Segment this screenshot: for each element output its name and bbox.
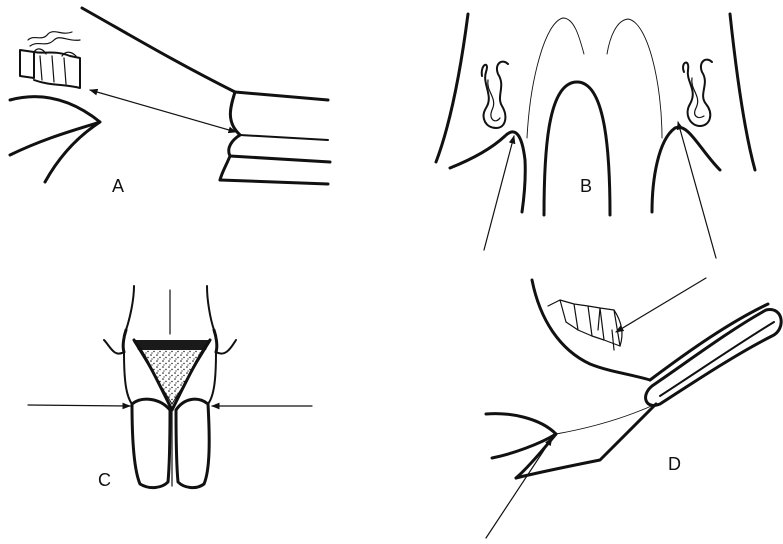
panel-d-upper-arrow bbox=[616, 278, 706, 332]
panel-c-upper-left-column bbox=[126, 286, 134, 330]
panel-c-stippled-triangle bbox=[134, 342, 210, 404]
panel-b-left-arrow bbox=[484, 136, 514, 250]
panel-c-dark-band bbox=[134, 340, 210, 350]
panel-a-mid-line bbox=[240, 135, 328, 140]
panel-b: B bbox=[436, 14, 755, 258]
panel-c-upper-right-column bbox=[207, 286, 214, 330]
panel-c-left-lower-lobe bbox=[132, 399, 170, 487]
panel-a-upper-outline bbox=[235, 92, 328, 100]
panel-c-label: C bbox=[98, 470, 111, 490]
panel-c-right-lobe bbox=[214, 330, 217, 352]
panel-a-inset-specimen bbox=[20, 32, 80, 88]
panel-c-left-arrow bbox=[28, 405, 130, 406]
panel-c-left-arm bbox=[104, 340, 132, 404]
panel-a-bottom-line bbox=[220, 180, 328, 184]
panel-d-label: D bbox=[668, 454, 681, 474]
panel-d: D bbox=[486, 278, 781, 538]
panel-a: A bbox=[10, 8, 330, 196]
panel-d-upper-bar bbox=[650, 304, 768, 380]
panel-b-left-coil bbox=[482, 62, 508, 128]
panel-b-left-thin-arch bbox=[527, 18, 584, 138]
panel-b-right-thin-arch bbox=[607, 19, 662, 138]
panel-b-left-lobe bbox=[450, 132, 525, 212]
panel-b-central-arch bbox=[544, 82, 610, 215]
panel-c-left-lobe bbox=[123, 330, 126, 352]
panel-b-label: B bbox=[580, 176, 592, 196]
panel-a-lower-line bbox=[230, 156, 330, 162]
panel-c: C bbox=[28, 286, 312, 490]
panel-a-right-side bbox=[230, 92, 240, 135]
panel-a-double-arrow bbox=[90, 90, 236, 132]
panel-c-right-lower-lobe bbox=[176, 399, 209, 487]
panel-a-label: A bbox=[112, 176, 124, 196]
panel-d-lower-arrow bbox=[486, 438, 552, 538]
panel-b-right-coil bbox=[683, 60, 712, 126]
panel-a-upper-body-curve bbox=[82, 8, 235, 92]
panel-b-right-outer-wall bbox=[730, 14, 755, 170]
panel-b-right-lobe bbox=[652, 127, 720, 212]
panel-a-left-lobe bbox=[10, 97, 100, 182]
panel-d-teeth bbox=[548, 300, 622, 350]
panel-d-lower-bar bbox=[516, 404, 656, 478]
panel-b-left-outer-wall bbox=[436, 14, 468, 162]
panel-c-right-arm bbox=[208, 340, 236, 404]
panel-d-left-lobe bbox=[486, 414, 556, 458]
